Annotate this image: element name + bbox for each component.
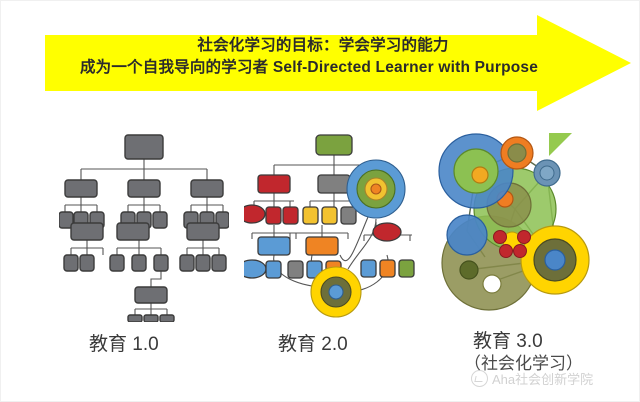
education-2-graphic — [244, 134, 415, 318]
diagram-education-2 — [244, 127, 424, 322]
watermark-text: Aha社会创新学院 — [492, 372, 594, 387]
education-1-graphic — [59, 134, 229, 322]
diagram-education-1 — [59, 127, 229, 322]
banner-arrow: 社会化学习的目标：学会学习的能力 成为一个自我导向的学习者 Self-Direc… — [45, 15, 631, 111]
node-blue-plain — [446, 214, 488, 256]
caption-education-3-subtitle: （社会化学习） — [464, 354, 583, 373]
node-orange-ring — [500, 136, 534, 170]
education-2-hub-blue — [346, 159, 406, 219]
node-cluster-small — [493, 230, 531, 258]
wechat-logo-icon — [471, 370, 488, 387]
node-blue-big — [438, 133, 514, 209]
education-3-graphic — [438, 133, 590, 311]
node-yellow-hub — [520, 225, 590, 295]
diagram-education-3 — [429, 127, 609, 322]
banner-arrow-shape — [45, 15, 631, 111]
node-slate-small — [533, 159, 561, 187]
watermark: Aha社会创新学院 — [471, 369, 593, 388]
education-2-hub-yellow — [310, 266, 362, 318]
caption-education-1: 教育 1.0 — [89, 334, 159, 355]
caption-education-2: 教育 2.0 — [278, 334, 348, 355]
caption-education-3: 教育 3.0 — [473, 331, 543, 352]
green-triangle-decoration — [549, 133, 572, 156]
